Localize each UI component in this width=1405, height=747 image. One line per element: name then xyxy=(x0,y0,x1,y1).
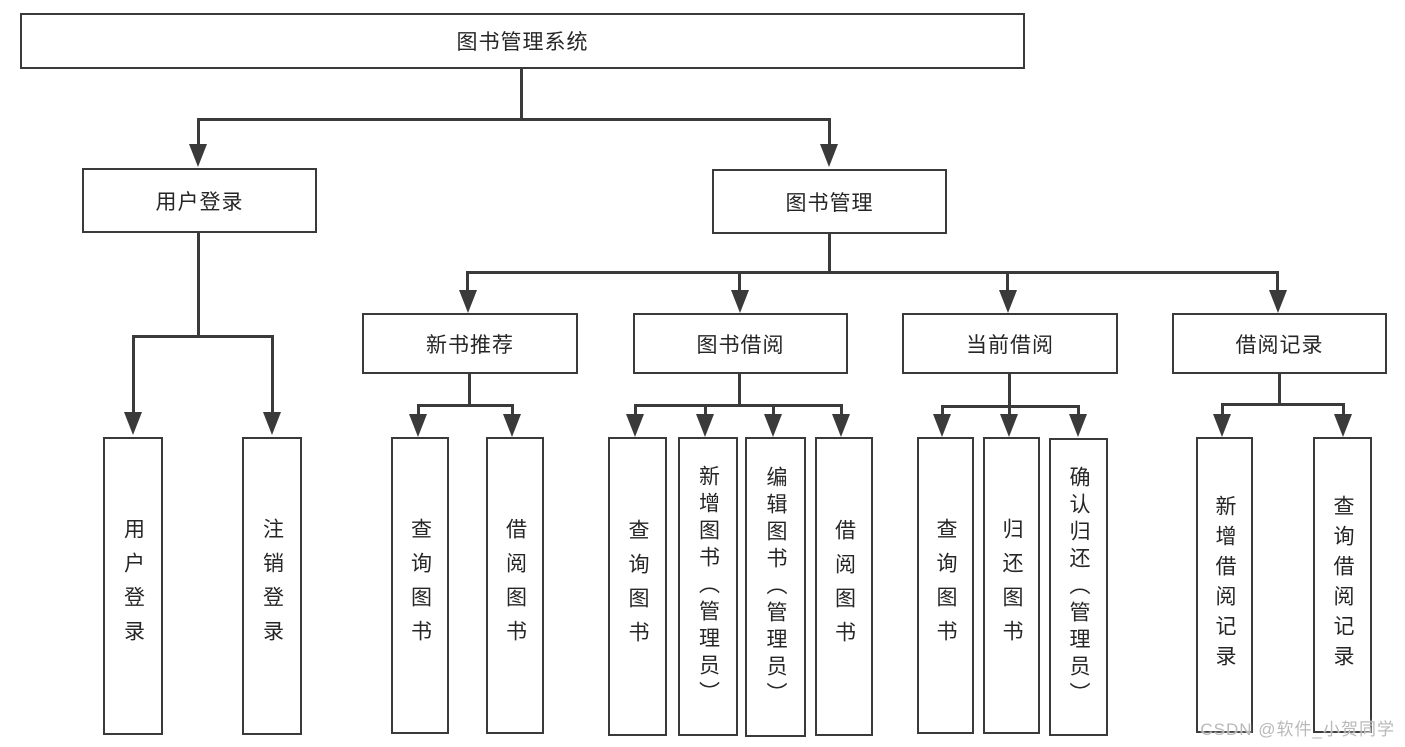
connector-line xyxy=(271,335,274,413)
connector-line xyxy=(1278,374,1281,406)
node-label: 确认归还（管理员） xyxy=(1067,465,1090,709)
arrow-down-icon xyxy=(626,414,644,437)
connector-line xyxy=(634,404,637,415)
leaf-search-books: 查询图书 xyxy=(391,437,449,734)
leaf-borrow-books: 借阅图书 xyxy=(815,437,873,736)
connector-line xyxy=(466,271,1279,274)
leaf-search-borrow-record: 查询借阅记录 xyxy=(1313,437,1372,733)
connector-line xyxy=(840,404,843,415)
connector-line xyxy=(197,118,200,146)
arrow-down-icon xyxy=(1000,414,1018,437)
arrow-down-icon xyxy=(731,290,749,313)
connector-line xyxy=(511,404,514,415)
node-label: 新增图书（管理员） xyxy=(696,465,720,708)
node-label: 查询图书 xyxy=(408,517,432,654)
leaf-borrow-books: 借阅图书 xyxy=(486,437,544,734)
node-label: 用户登录 xyxy=(121,518,145,654)
arrow-down-icon xyxy=(409,414,427,437)
leaf-search-books: 查询图书 xyxy=(608,437,667,736)
node-label: 图书管理系统 xyxy=(456,31,589,54)
connector-line xyxy=(417,404,420,415)
node-label: 编辑图书（管理员） xyxy=(764,465,787,709)
node-borrowing-records: 借阅记录 xyxy=(1172,313,1387,374)
node-label: 当前借阅 xyxy=(966,333,1054,357)
arrow-down-icon xyxy=(1069,414,1087,437)
connector-line xyxy=(1008,405,1011,415)
node-user-login: 用户登录 xyxy=(82,168,317,233)
connector-line xyxy=(704,404,707,415)
node-label: 归还图书 xyxy=(1000,517,1023,654)
leaf-return-books: 归还图书 xyxy=(983,437,1040,734)
node-book-borrowing: 图书借阅 xyxy=(633,313,848,374)
arrow-down-icon xyxy=(459,290,477,313)
connector-line xyxy=(941,405,944,415)
leaf-add-borrow-record: 新增借阅记录 xyxy=(1196,437,1253,733)
node-label: 注销登录 xyxy=(260,518,284,654)
arrow-down-icon xyxy=(764,414,782,437)
node-label: 用户登录 xyxy=(155,190,244,214)
arrow-down-icon xyxy=(503,414,521,437)
node-label: 查询图书 xyxy=(934,517,957,654)
connector-line xyxy=(1221,403,1224,415)
connector-line xyxy=(772,404,775,415)
leaf-edit-books-admin: 编辑图书（管理员） xyxy=(745,437,806,737)
node-label: 图书借阅 xyxy=(696,333,785,357)
arrow-down-icon xyxy=(832,414,850,437)
connector-line xyxy=(738,374,741,407)
connector-line xyxy=(634,404,843,407)
arrow-down-icon xyxy=(1213,414,1231,437)
arrow-down-icon xyxy=(820,144,838,167)
connector-line xyxy=(828,118,831,146)
connector-line xyxy=(1276,271,1279,291)
leaf-user-login: 用户登录 xyxy=(103,437,163,735)
connector-line xyxy=(1077,405,1080,415)
leaf-logout: 注销登录 xyxy=(242,437,302,735)
arrow-down-icon xyxy=(263,412,281,435)
node-book-management: 图书管理 xyxy=(712,169,947,234)
connector-line xyxy=(466,271,469,291)
node-label: 新书推荐 xyxy=(426,333,514,357)
node-label: 查询借阅记录 xyxy=(1331,495,1354,675)
connector-line xyxy=(132,335,274,338)
connector-line xyxy=(197,233,200,338)
connector-line xyxy=(1221,403,1345,406)
arrow-down-icon xyxy=(1334,414,1352,437)
node-label: 借阅图书 xyxy=(832,518,856,655)
leaf-add-books-admin: 新增图书（管理员） xyxy=(678,437,738,736)
node-label: 查询图书 xyxy=(626,518,649,655)
connector-line xyxy=(197,118,831,121)
node-label: 图书管理 xyxy=(785,191,874,215)
node-label: 新增借阅记录 xyxy=(1213,495,1236,675)
connector-line xyxy=(417,404,514,407)
arrow-down-icon xyxy=(1269,290,1287,313)
connector-line xyxy=(468,374,471,407)
connector-line xyxy=(1008,374,1011,408)
arrow-down-icon xyxy=(189,144,207,167)
node-label: 借阅记录 xyxy=(1235,333,1324,357)
connector-line xyxy=(828,234,831,274)
arrow-down-icon xyxy=(696,414,714,437)
connector-line xyxy=(520,69,523,118)
node-library-management-system: 图书管理系统 xyxy=(20,13,1025,69)
csdn-watermark: CSDN @软件_小贺同学 xyxy=(1200,720,1395,739)
connector-line xyxy=(132,335,135,413)
node-label: 借阅图书 xyxy=(503,517,527,654)
connector-line xyxy=(738,271,741,291)
arrow-down-icon xyxy=(999,290,1017,313)
leaf-confirm-return-admin: 确认归还（管理员） xyxy=(1049,438,1108,736)
arrow-down-icon xyxy=(124,412,142,435)
connector-line xyxy=(1342,403,1345,415)
connector-line xyxy=(1006,271,1009,291)
arrow-down-icon xyxy=(933,414,951,437)
node-current-borrowing: 当前借阅 xyxy=(902,313,1118,374)
leaf-search-books: 查询图书 xyxy=(917,437,974,734)
node-new-book-recommendation: 新书推荐 xyxy=(362,313,578,374)
